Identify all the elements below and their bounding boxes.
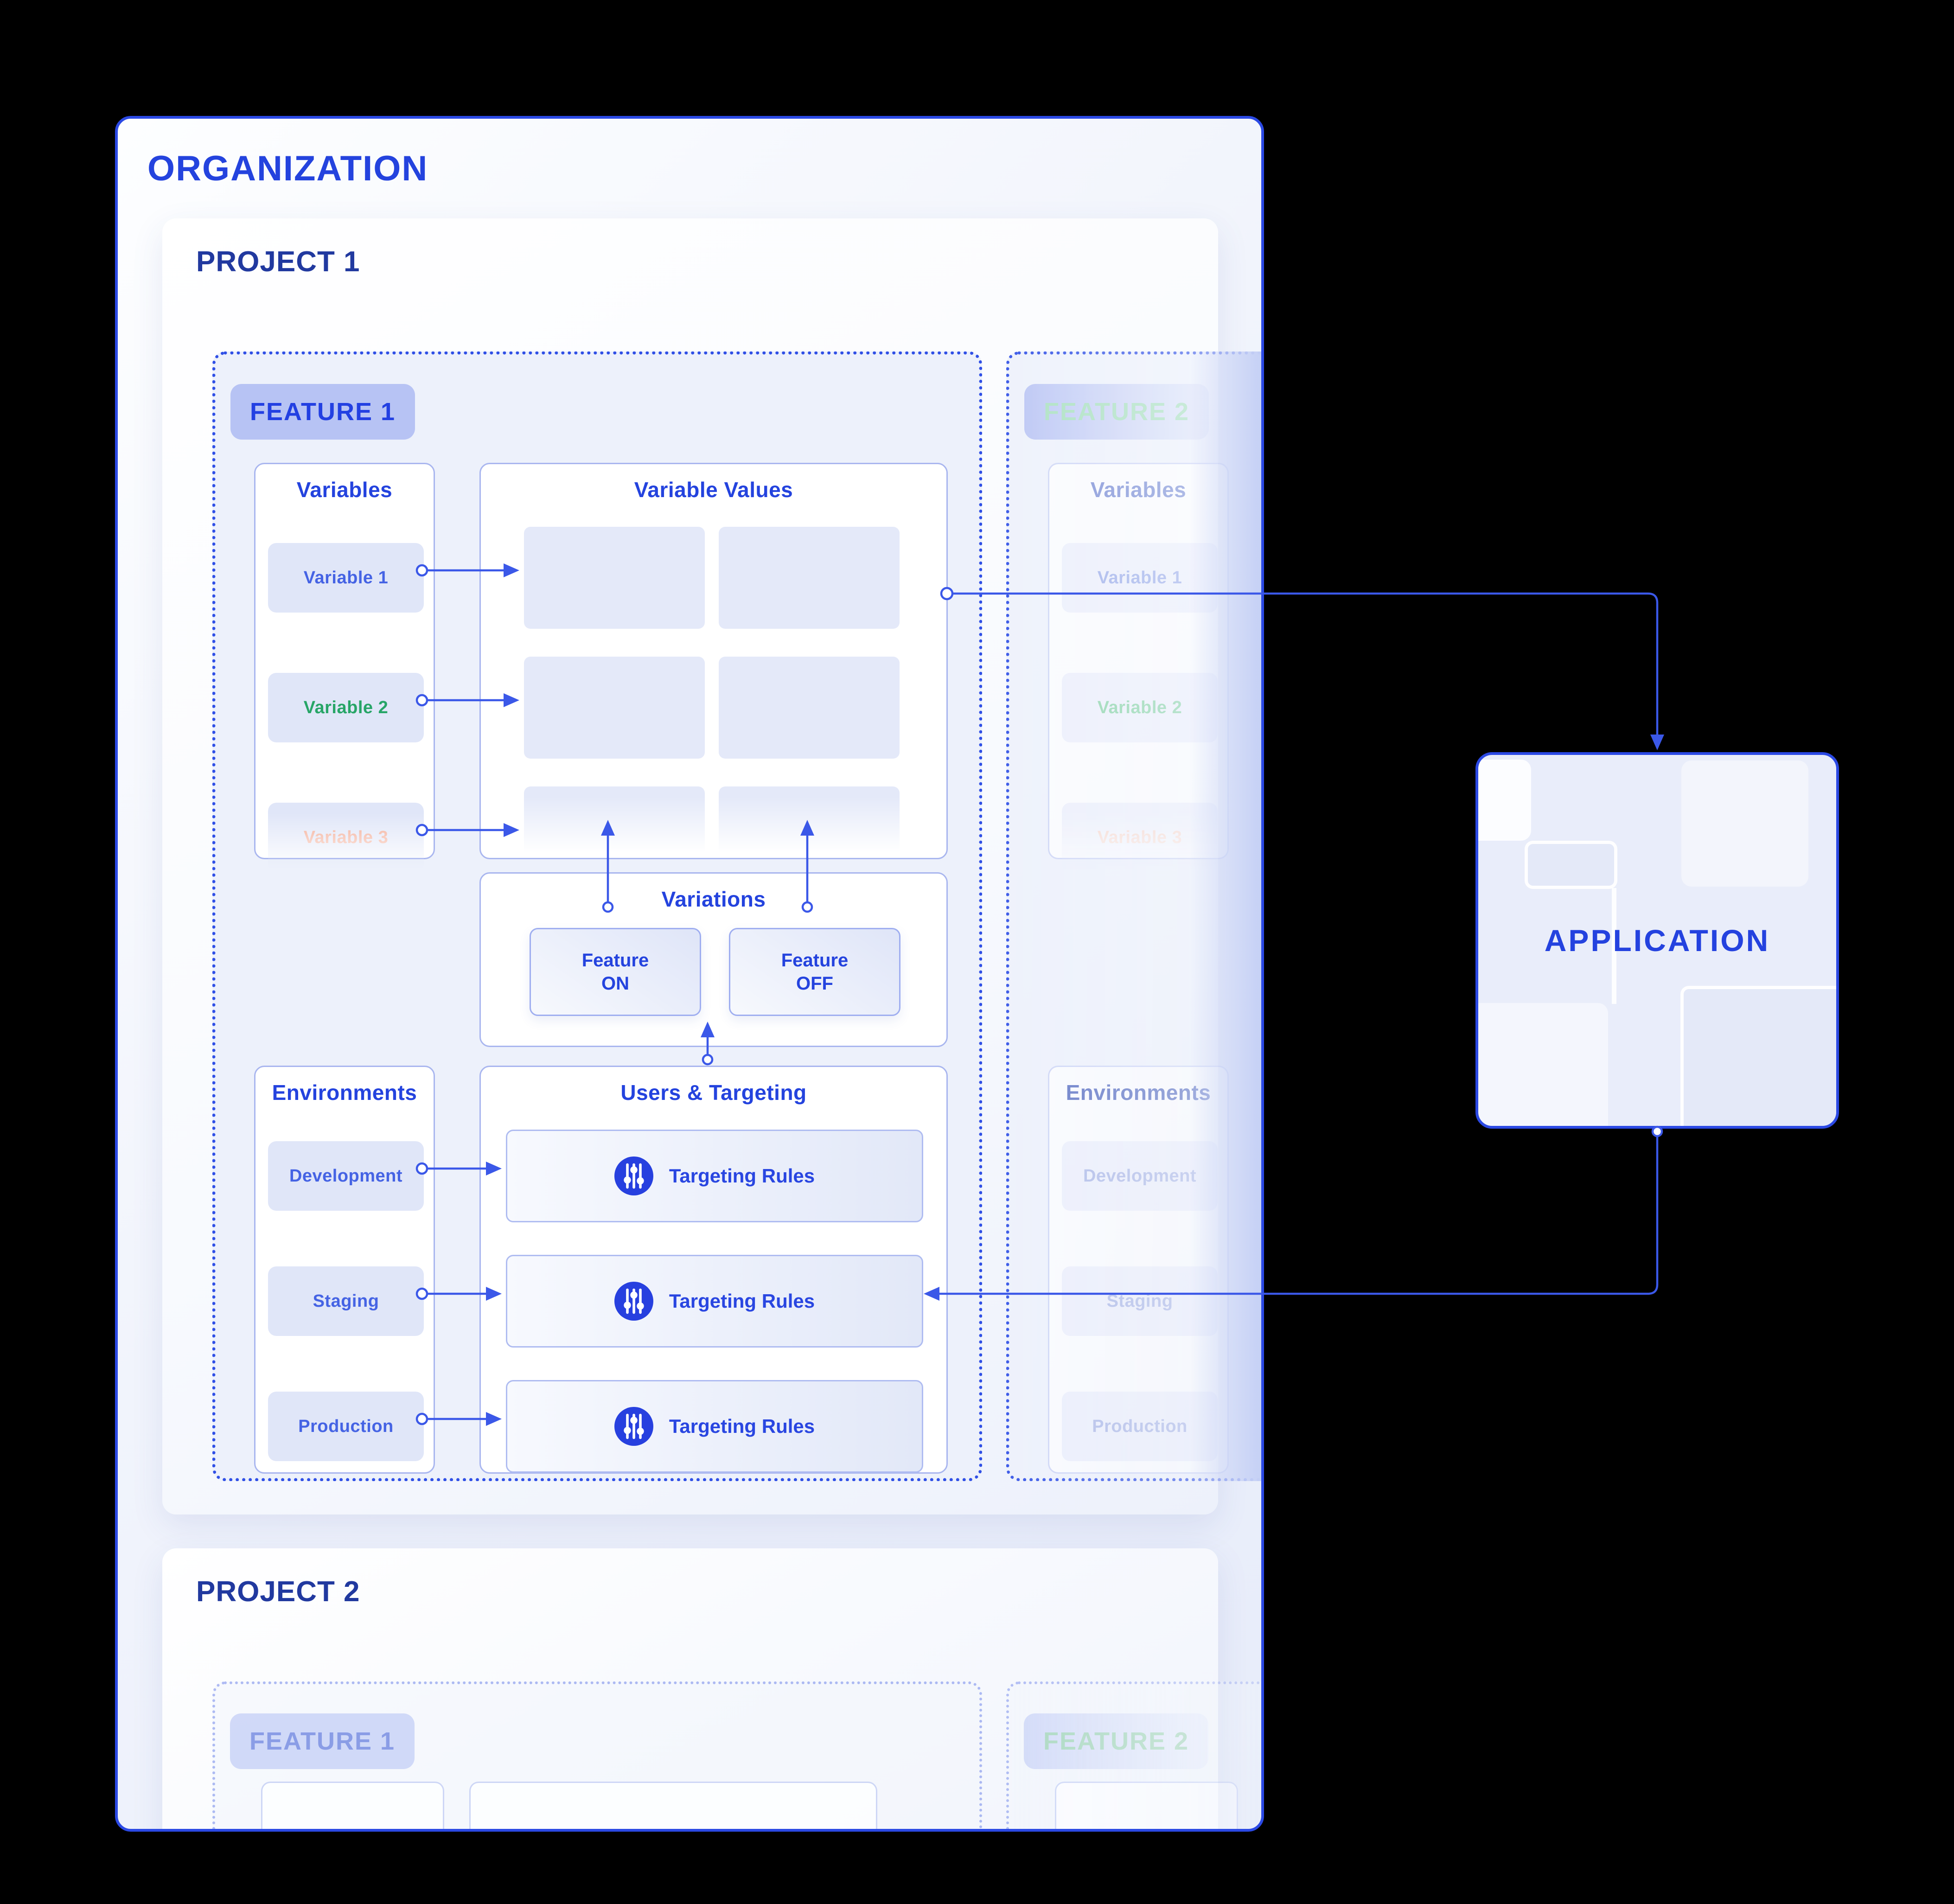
feature1-label-chip: FEATURE 1 — [230, 384, 415, 440]
feature2-label-chip: FEATURE 2 — [1024, 384, 1209, 440]
arrowhead — [1650, 735, 1664, 750]
targeting-rules-row: Targeting Rules — [506, 1130, 923, 1222]
faded-box — [469, 1782, 877, 1829]
project2-card: PROJECT 2 FEATURE 1 FEATURE 2 — [162, 1548, 1261, 1829]
feature2-variables-box: Variables Variable 1 Variable 2 Variable… — [1048, 463, 1229, 872]
users-targeting-title: Users & Targeting — [620, 1080, 807, 1105]
project1-title: PROJECT 1 — [196, 246, 360, 278]
users-targeting-box: Users & Targeting Targeting Rules — [479, 1066, 948, 1474]
environment-development-chip: Development — [268, 1141, 424, 1211]
environment-staging-label: Staging — [313, 1291, 379, 1311]
feature-on-box: Feature ON — [530, 928, 701, 1016]
application-title: APPLICATION — [1544, 923, 1770, 958]
feature1-container: FEATURE 1 Variables Variable 1 Variable … — [212, 351, 982, 1481]
feature2-variable-1-chip: Variable 1 — [1062, 543, 1218, 613]
feature2-label: FEATURE 2 — [1043, 398, 1190, 426]
targeting-rules-row: Targeting Rules — [506, 1380, 923, 1473]
feature2-variable-3-label: Variable 3 — [1097, 827, 1182, 847]
sliders-icon — [614, 1407, 653, 1446]
environments-title: Environments — [272, 1080, 417, 1105]
variations-title: Variations — [661, 887, 766, 911]
feature2-environment-production-label: Production — [1092, 1416, 1188, 1436]
variables-title: Variables — [296, 478, 393, 502]
feature2-variables-title: Variables — [1090, 478, 1187, 502]
environment-production-label: Production — [298, 1416, 394, 1436]
variable-value-cell — [524, 657, 705, 759]
project2-feature1-container: FEATURE 1 — [212, 1681, 982, 1829]
variations-box: Variations Feature ON Feature OFF — [479, 872, 948, 1047]
project2-feature2-container: FEATURE 2 — [1006, 1681, 1261, 1829]
project2-feature1-label: FEATURE 1 — [249, 1727, 396, 1755]
decorative-block — [1478, 1003, 1608, 1126]
feature2-container: FEATURE 2 Variables Variable 1 Variable … — [1006, 351, 1261, 1481]
variable-value-cell — [524, 786, 705, 856]
targeting-rules-label: Targeting Rules — [669, 1290, 815, 1312]
project1-card: PROJECT 1 FEATURE 1 Variables Variable 1… — [162, 218, 1261, 1514]
targeting-rules-label: Targeting Rules — [669, 1165, 815, 1187]
variable-value-cell — [524, 527, 705, 629]
variable-value-cell — [719, 657, 900, 759]
feature-off-box: Feature OFF — [729, 928, 900, 1016]
variables-box: Variables Variable 1 Variable 2 Variable… — [254, 463, 435, 872]
feature2-environment-staging-chip: Staging — [1062, 1266, 1218, 1336]
feature2-variable-2-label: Variable 2 — [1097, 697, 1182, 717]
feature2-environments-title: Environments — [1066, 1080, 1211, 1105]
feature1-label: FEATURE 1 — [249, 398, 396, 426]
variable-values-box: Variable Values — [479, 463, 948, 859]
environment-production-chip: Production — [268, 1392, 424, 1461]
organization-container: ORGANIZATION PROJECT 1 FEATURE 1 Variabl… — [115, 116, 1264, 1832]
feature2-variable-1-label: Variable 1 — [1097, 568, 1182, 588]
project2-feature2-label-chip: FEATURE 2 — [1024, 1713, 1208, 1769]
feature2-environment-staging-label: Staging — [1106, 1291, 1173, 1311]
organization-title: ORGANIZATION — [147, 149, 428, 188]
feature2-variable-2-chip: Variable 2 — [1062, 673, 1218, 742]
variable-1-label: Variable 1 — [303, 568, 389, 588]
feature2-environment-production-chip: Production — [1062, 1392, 1218, 1461]
decorative-block — [1612, 888, 1616, 1004]
variable-3-chip: Variable 3 — [268, 803, 424, 872]
sliders-icon — [614, 1156, 653, 1195]
project2-feature2-label: FEATURE 2 — [1043, 1727, 1189, 1755]
environment-development-label: Development — [289, 1166, 403, 1186]
project2-feature1-label-chip: FEATURE 1 — [230, 1713, 415, 1769]
variable-2-chip: Variable 2 — [268, 673, 424, 742]
variable-3-label: Variable 3 — [303, 827, 389, 847]
targeting-rules-row: Targeting Rules — [506, 1255, 923, 1348]
variable-value-cell — [719, 786, 900, 856]
environments-box: Environments Development Staging Product… — [254, 1066, 435, 1474]
decorative-block — [1681, 760, 1808, 887]
decorative-block — [1478, 760, 1531, 841]
variable-2-label: Variable 2 — [303, 697, 389, 717]
decorative-block — [1525, 841, 1617, 889]
decorative-block — [1680, 986, 1836, 1126]
feature2-variable-3-chip: Variable 3 — [1062, 803, 1218, 872]
variable-value-cell — [719, 527, 900, 629]
faded-box — [1055, 1782, 1238, 1829]
targeting-rules-label: Targeting Rules — [669, 1415, 815, 1437]
sliders-icon — [614, 1282, 653, 1321]
feature2-environments-box: Environments Development Staging Product… — [1048, 1066, 1229, 1474]
feature2-environment-development-label: Development — [1083, 1166, 1197, 1186]
project2-title: PROJECT 2 — [196, 1576, 360, 1608]
environment-staging-chip: Staging — [268, 1266, 424, 1336]
feature2-environment-development-chip: Development — [1062, 1141, 1218, 1211]
variable-values-title: Variable Values — [634, 478, 793, 502]
application-box: APPLICATION — [1475, 752, 1839, 1129]
faded-box — [261, 1782, 444, 1829]
variable-1-chip: Variable 1 — [268, 543, 424, 613]
